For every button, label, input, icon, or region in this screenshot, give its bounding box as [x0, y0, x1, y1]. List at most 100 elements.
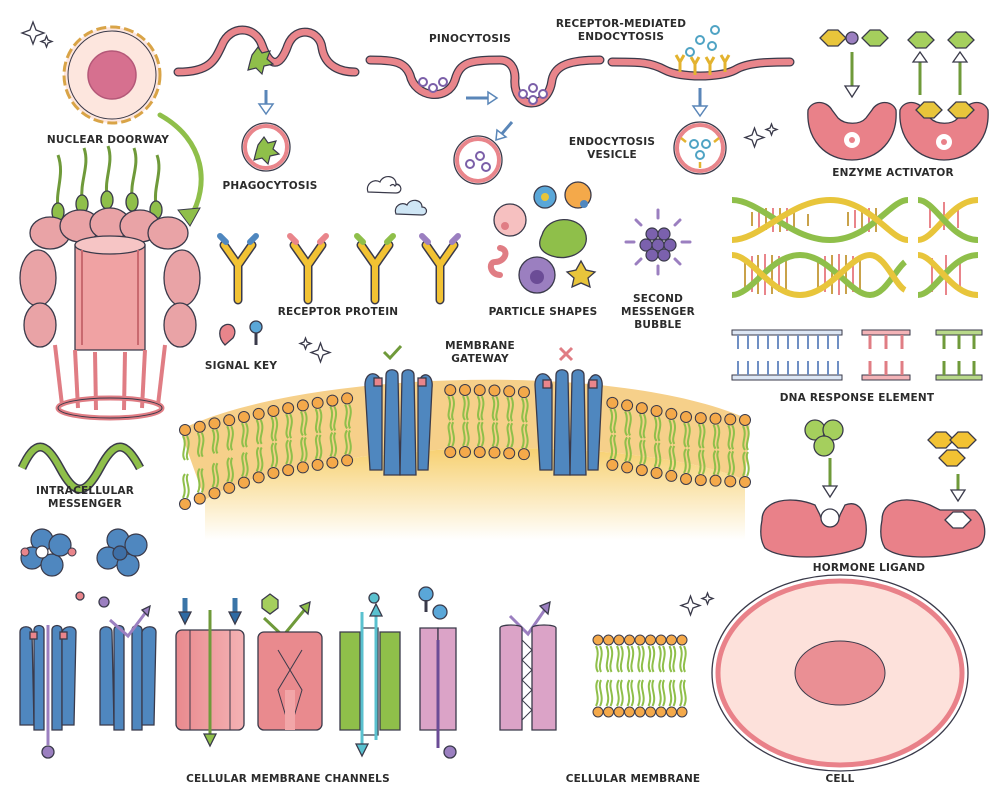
lipid-head — [603, 706, 614, 718]
lipid-head — [613, 706, 625, 718]
lipid-head — [311, 396, 324, 409]
label-cell: CELL — [825, 773, 855, 785]
lipid-head — [624, 634, 635, 646]
lipid-head — [709, 474, 722, 487]
lipid-head — [592, 634, 604, 646]
lipid-head — [208, 487, 221, 500]
lipid-head — [680, 411, 693, 424]
lipid-tail — [285, 413, 293, 465]
second-messenger-bubble — [624, 208, 692, 276]
lipid-tail — [211, 428, 220, 488]
lipid-head — [621, 461, 634, 474]
receptor-protein — [419, 233, 461, 305]
lipid-tail — [255, 419, 264, 472]
dna-helix-small — [917, 197, 979, 243]
label-cellular-membrane: CELLULAR MEMBRANE — [565, 773, 701, 785]
lipid-head — [724, 413, 737, 426]
cloud-icon — [366, 176, 402, 194]
lipid-head — [503, 385, 516, 398]
lipid-tail — [521, 397, 529, 449]
sparkle-icon — [20, 20, 46, 46]
nuclear-pore-complex — [19, 145, 201, 421]
nuclear-doorway-cell — [62, 25, 162, 125]
lipid-head — [252, 407, 265, 420]
lipid-tail — [329, 406, 338, 458]
lipid-tail — [638, 413, 647, 465]
dna-helix-double — [731, 251, 908, 299]
lipid-head — [267, 466, 280, 479]
receptor-protein — [287, 233, 329, 305]
cloud-icons — [366, 176, 428, 216]
lipid-tail — [491, 396, 500, 447]
lipid-head — [724, 475, 737, 488]
cell-diagram — [711, 574, 969, 772]
curved-arrow — [157, 112, 204, 221]
lipid-tail — [476, 395, 485, 447]
lipid-tail — [609, 408, 618, 460]
dna-comb-blue — [731, 329, 843, 381]
lipid-head — [223, 481, 236, 494]
signal-key-icons — [219, 320, 263, 346]
lipid-head — [635, 402, 648, 415]
lipid-tail — [299, 410, 308, 462]
dna-response-element-diagram — [731, 196, 983, 381]
lipid-head — [326, 456, 339, 469]
label-particle-shapes: PARTICLE SHAPES — [488, 306, 598, 318]
lipid-tail — [624, 410, 632, 462]
lipid-head — [459, 446, 471, 458]
sparkle-icon — [39, 34, 54, 49]
lipid-tail — [727, 424, 735, 476]
lipid-head — [296, 399, 309, 412]
label-receptor-protein: RECEPTOR PROTEIN — [277, 306, 399, 318]
sparkle-icon — [764, 122, 779, 137]
lipid-head — [634, 706, 646, 718]
lipid-head — [665, 469, 678, 482]
lipid-tail — [697, 423, 706, 475]
lipid-head — [676, 634, 688, 646]
lipid-head — [621, 399, 634, 412]
lipid-head — [473, 446, 486, 459]
lipid-head — [503, 447, 516, 460]
cross-icon — [558, 346, 574, 362]
label-enzyme-activator: ENZYME ACTIVATOR — [832, 167, 954, 179]
receptor-protein — [217, 233, 259, 305]
lipid-head — [296, 461, 309, 474]
lipid-head — [650, 404, 663, 417]
lipid-head — [709, 412, 722, 425]
dna-comb-pink — [861, 329, 911, 381]
lipid-head — [645, 634, 656, 646]
lipid-tail — [506, 396, 514, 448]
lipid-tail — [344, 403, 352, 455]
sparkle-icon — [743, 126, 766, 149]
lipid-head — [237, 476, 250, 489]
cellular-membrane-channels — [19, 586, 557, 759]
label-cellular-membrane-channels: CELLULAR MEMBRANE CHANNELS — [186, 773, 390, 785]
lipid-tail — [683, 422, 691, 474]
label-dna-response-element: DNA RESPONSE ELEMENT — [779, 392, 935, 404]
lipid-tail — [616, 645, 624, 707]
enzyme-activator-diagram — [807, 29, 989, 161]
lipid-head — [208, 417, 221, 430]
sparkle-icons — [20, 20, 779, 617]
lipid-head — [666, 634, 677, 646]
lipid-head — [603, 634, 614, 646]
label-pinocytosis: PINOCYTOSIS — [429, 33, 511, 45]
particle-shapes — [487, 181, 597, 294]
lipid-head — [592, 706, 604, 718]
lipid-head — [223, 414, 236, 427]
lipid-head — [613, 634, 625, 646]
lipid-tail — [241, 422, 249, 478]
pinocytosis-diagram — [365, 55, 605, 185]
lipid-tail — [668, 645, 677, 707]
lipid-tail — [653, 416, 662, 468]
lipid-head — [488, 384, 501, 397]
curved-arrow-head — [177, 207, 201, 227]
sparkle-icon — [298, 336, 313, 351]
lipid-tail — [196, 432, 205, 494]
sparkle-icon — [309, 341, 332, 364]
lipid-head — [444, 446, 457, 459]
